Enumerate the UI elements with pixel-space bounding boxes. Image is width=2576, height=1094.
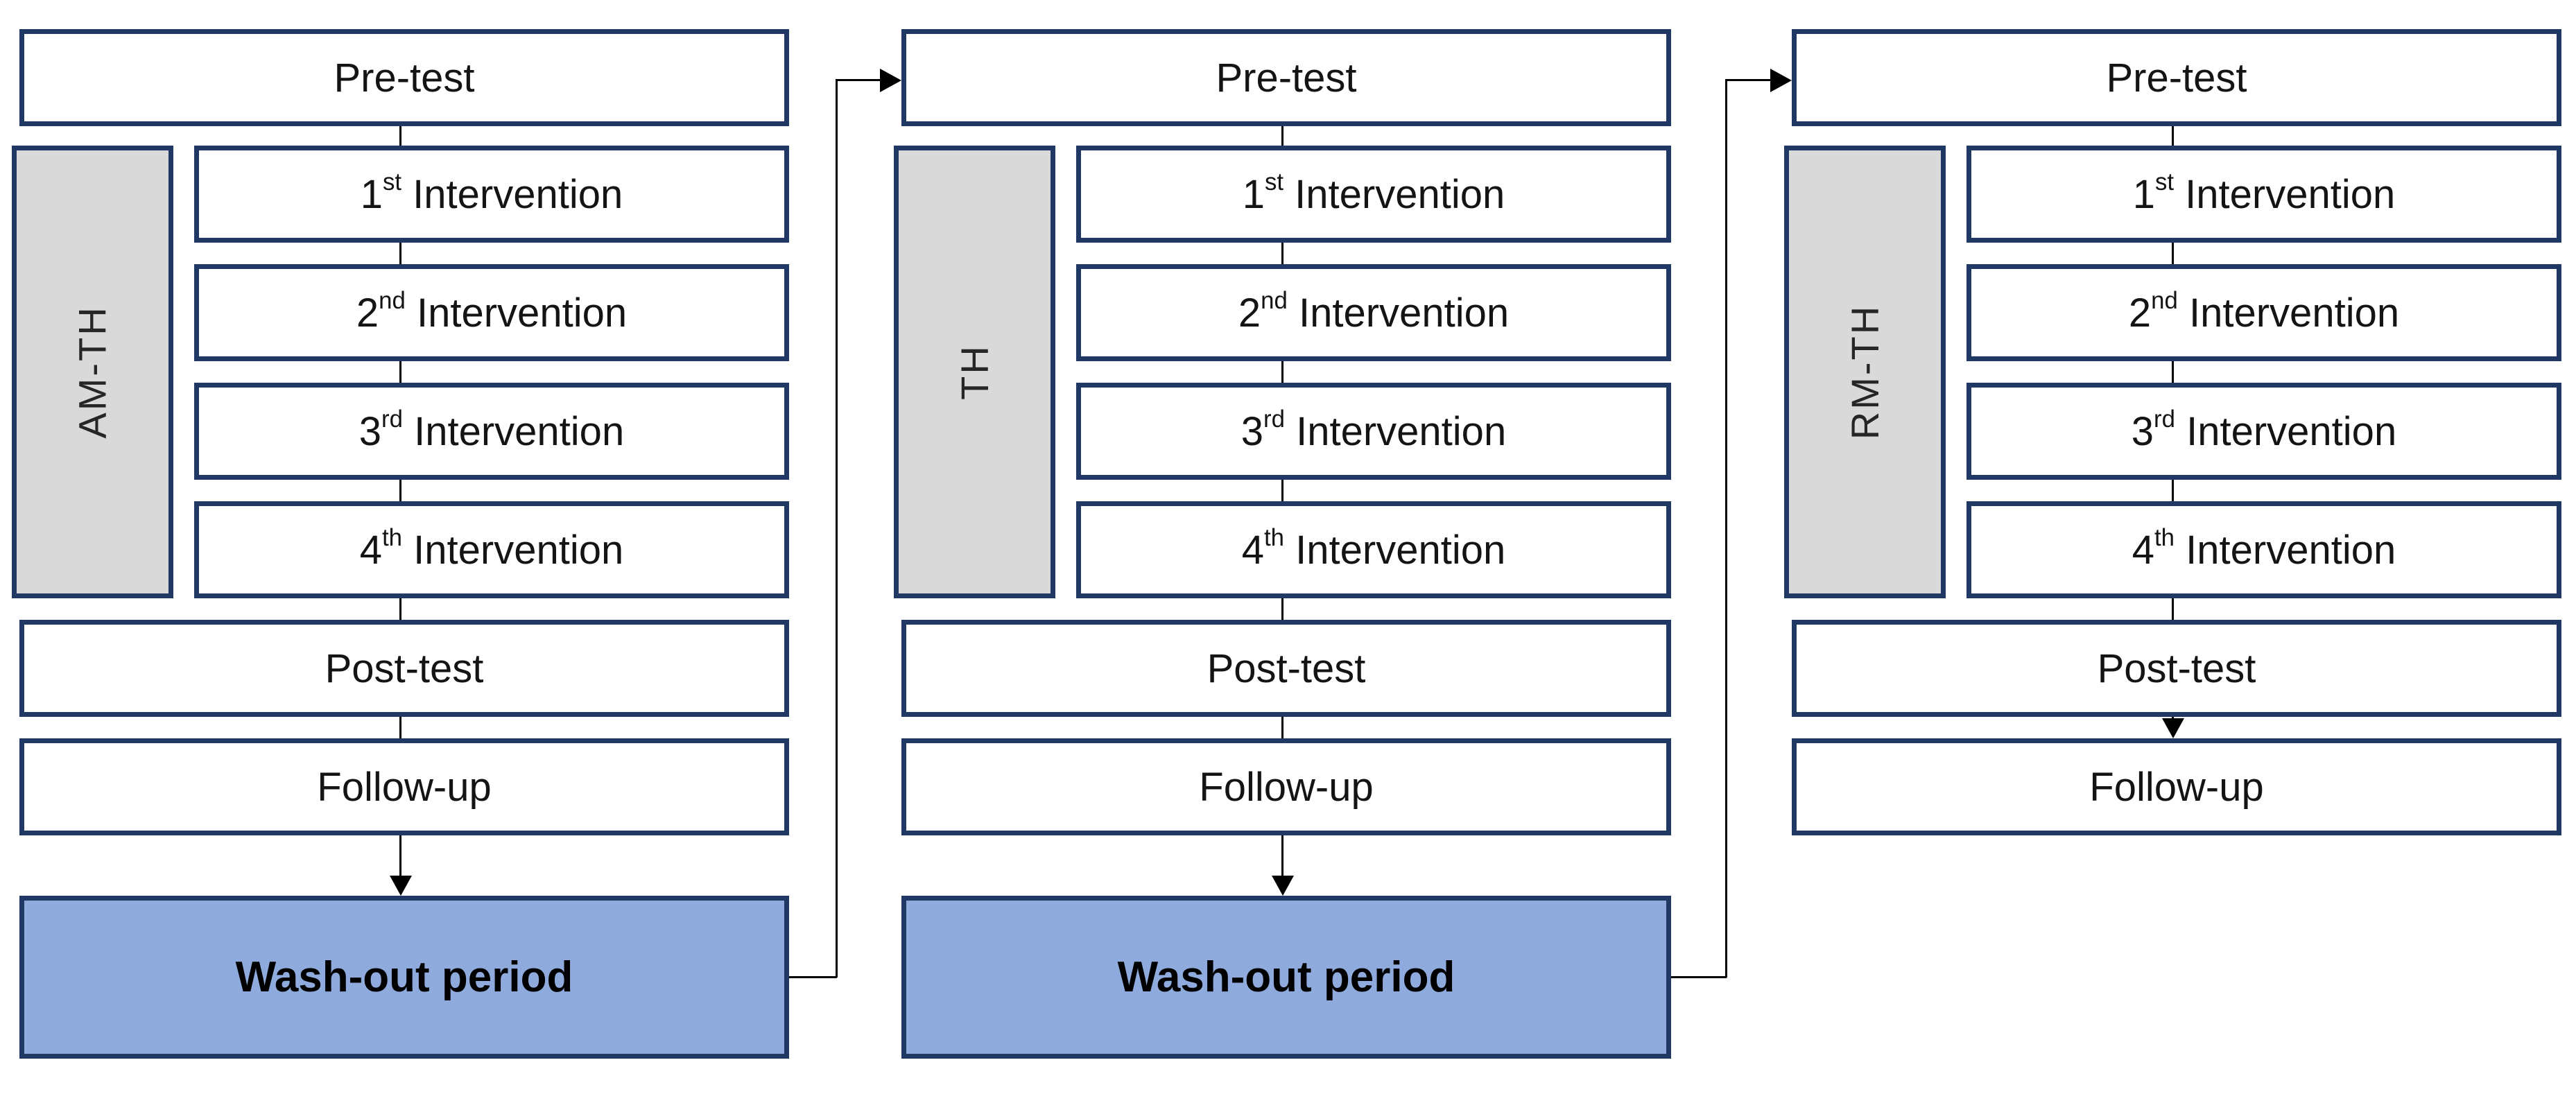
- group-label: RM-TH: [1842, 304, 1887, 440]
- connector-line: [399, 243, 401, 264]
- intervention-2-label: 2nd Intervention: [356, 286, 628, 336]
- intervention-1-box: 1st Intervention: [194, 146, 789, 243]
- washout-label: Wash-out period: [1117, 953, 1455, 1001]
- posttest-box: Post-test: [19, 620, 789, 717]
- followup-box: Follow-up: [1792, 738, 2561, 835]
- arrow-down-icon: [1272, 876, 1294, 896]
- connector-line: [1281, 361, 1283, 383]
- arrow-right-icon: [1770, 69, 1792, 92]
- intervention-1-label: 1st Intervention: [360, 168, 623, 217]
- group-label-box: TH: [894, 146, 1055, 598]
- connector-line: [836, 79, 838, 978]
- connector-line: [837, 79, 881, 81]
- study-arm-column-th: Pre-test TH 1st Intervention 2nd Interve…: [894, 0, 1672, 1094]
- connector-line: [399, 361, 401, 383]
- connector-line: [1727, 79, 1771, 81]
- intervention-3-box: 3rd Intervention: [194, 383, 789, 480]
- connector-line: [1281, 126, 1283, 146]
- washout-box: Wash-out period: [19, 896, 789, 1059]
- connector-line: [1281, 480, 1283, 501]
- connector-line: [1281, 243, 1283, 264]
- intervention-2-box: 2nd Intervention: [194, 264, 789, 361]
- connector-line: [399, 717, 401, 738]
- pretest-label: Pre-test: [1216, 55, 1357, 101]
- washout-box: Wash-out period: [901, 896, 1671, 1059]
- intervention-4-box: 4th Intervention: [194, 501, 789, 598]
- intervention-1-label: 1st Intervention: [2132, 168, 2396, 217]
- connector-line: [1671, 976, 1727, 978]
- intervention-3-box: 3rd Intervention: [1076, 383, 1671, 480]
- intervention-4-box: 4th Intervention: [1966, 501, 2561, 598]
- pretest-label: Pre-test: [2106, 55, 2247, 101]
- followup-label: Follow-up: [2089, 764, 2264, 810]
- connector-line: [399, 835, 401, 876]
- connector-line: [399, 126, 401, 146]
- connector-line: [2172, 598, 2174, 620]
- group-label: AM-TH: [70, 305, 114, 439]
- posttest-label: Post-test: [1207, 645, 1366, 691]
- connector-line: [2172, 480, 2174, 501]
- connector-line: [789, 976, 837, 978]
- group-label-box: RM-TH: [1784, 146, 1946, 598]
- intervention-2-box: 2nd Intervention: [1076, 264, 1671, 361]
- intervention-3-label: 3rd Intervention: [2131, 405, 2397, 454]
- connector-line: [2172, 361, 2174, 383]
- connector-line: [2172, 126, 2174, 146]
- group-label: TH: [953, 344, 996, 400]
- posttest-label: Post-test: [2097, 645, 2256, 691]
- arrow-down-icon: [390, 876, 412, 896]
- intervention-1-box: 1st Intervention: [1076, 146, 1671, 243]
- intervention-3-box: 3rd Intervention: [1966, 383, 2561, 480]
- intervention-1-box: 1st Intervention: [1966, 146, 2561, 243]
- intervention-4-label: 4th Intervention: [2132, 523, 2396, 573]
- pretest-label: Pre-test: [334, 55, 475, 101]
- arrow-down-icon: [2162, 718, 2184, 738]
- intervention-4-box: 4th Intervention: [1076, 501, 1671, 598]
- arrow-right-icon: [880, 69, 901, 92]
- connector-line: [399, 598, 401, 620]
- pretest-box: Pre-test: [19, 29, 789, 126]
- followup-label: Follow-up: [1199, 764, 1374, 810]
- intervention-2-label: 2nd Intervention: [2128, 286, 2400, 336]
- intervention-2-label: 2nd Intervention: [1238, 286, 1510, 336]
- posttest-label: Post-test: [325, 645, 484, 691]
- intervention-2-box: 2nd Intervention: [1966, 264, 2561, 361]
- group-label-box: AM-TH: [12, 146, 173, 598]
- intervention-1-label: 1st Intervention: [1242, 168, 1505, 217]
- connector-line: [1281, 598, 1283, 620]
- followup-box: Follow-up: [19, 738, 789, 835]
- intervention-3-label: 3rd Intervention: [358, 405, 625, 454]
- washout-label: Wash-out period: [235, 953, 573, 1001]
- intervention-4-label: 4th Intervention: [1241, 523, 1506, 573]
- connector-line: [1281, 835, 1283, 876]
- posttest-box: Post-test: [1792, 620, 2561, 717]
- pretest-box: Pre-test: [1792, 29, 2561, 126]
- intervention-4-label: 4th Intervention: [359, 523, 624, 573]
- pretest-box: Pre-test: [901, 29, 1671, 126]
- intervention-3-label: 3rd Intervention: [1241, 405, 1507, 454]
- followup-label: Follow-up: [317, 764, 492, 810]
- connector-line: [1281, 717, 1283, 738]
- posttest-box: Post-test: [901, 620, 1671, 717]
- connector-line: [2172, 243, 2174, 264]
- study-arm-column-am-th: Pre-test AM-TH 1st Intervention 2nd Inte…: [12, 0, 790, 1094]
- connector-line: [399, 480, 401, 501]
- study-arm-column-rm-th: Pre-test RM-TH 1st Intervention 2nd Inte…: [1784, 0, 2562, 1094]
- connector-line: [1725, 79, 1727, 978]
- followup-box: Follow-up: [901, 738, 1671, 835]
